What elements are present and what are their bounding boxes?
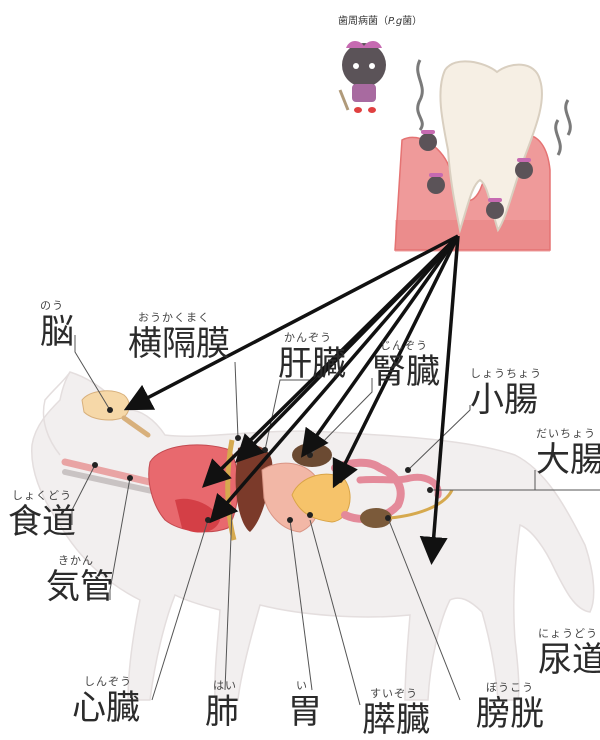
label-lung: はい肺 bbox=[205, 680, 239, 729]
label-bladder: ぼうこう膀胱 bbox=[476, 682, 544, 731]
tooth-gum-illustration bbox=[395, 60, 570, 252]
label-trachea: きかん気管 bbox=[46, 555, 114, 604]
label-diaphragm: おうかくまく横隔膜 bbox=[128, 312, 230, 361]
bacteria-caption: 歯周病菌（P.g菌） bbox=[338, 12, 422, 27]
label-kidney: じんぞう腎臓 bbox=[372, 340, 440, 389]
label-large-intestine: だいちょう大腸 bbox=[536, 428, 600, 477]
label-heart: しんぞう心臓 bbox=[72, 676, 140, 725]
label-esophagus: しょくどう食道 bbox=[8, 490, 76, 539]
label-pancreas: すいぞう膵臓 bbox=[362, 688, 430, 737]
label-ureter: にょうどう尿道 bbox=[538, 628, 600, 677]
label-brain: のう脳 bbox=[40, 300, 74, 349]
label-small-intestine: しょうちょう小腸 bbox=[470, 368, 542, 417]
cat-silhouette bbox=[32, 372, 594, 700]
bacteria-character-large bbox=[340, 41, 386, 113]
label-liver: かんぞう肝臓 bbox=[278, 332, 346, 381]
label-stomach: い胃 bbox=[288, 680, 322, 729]
